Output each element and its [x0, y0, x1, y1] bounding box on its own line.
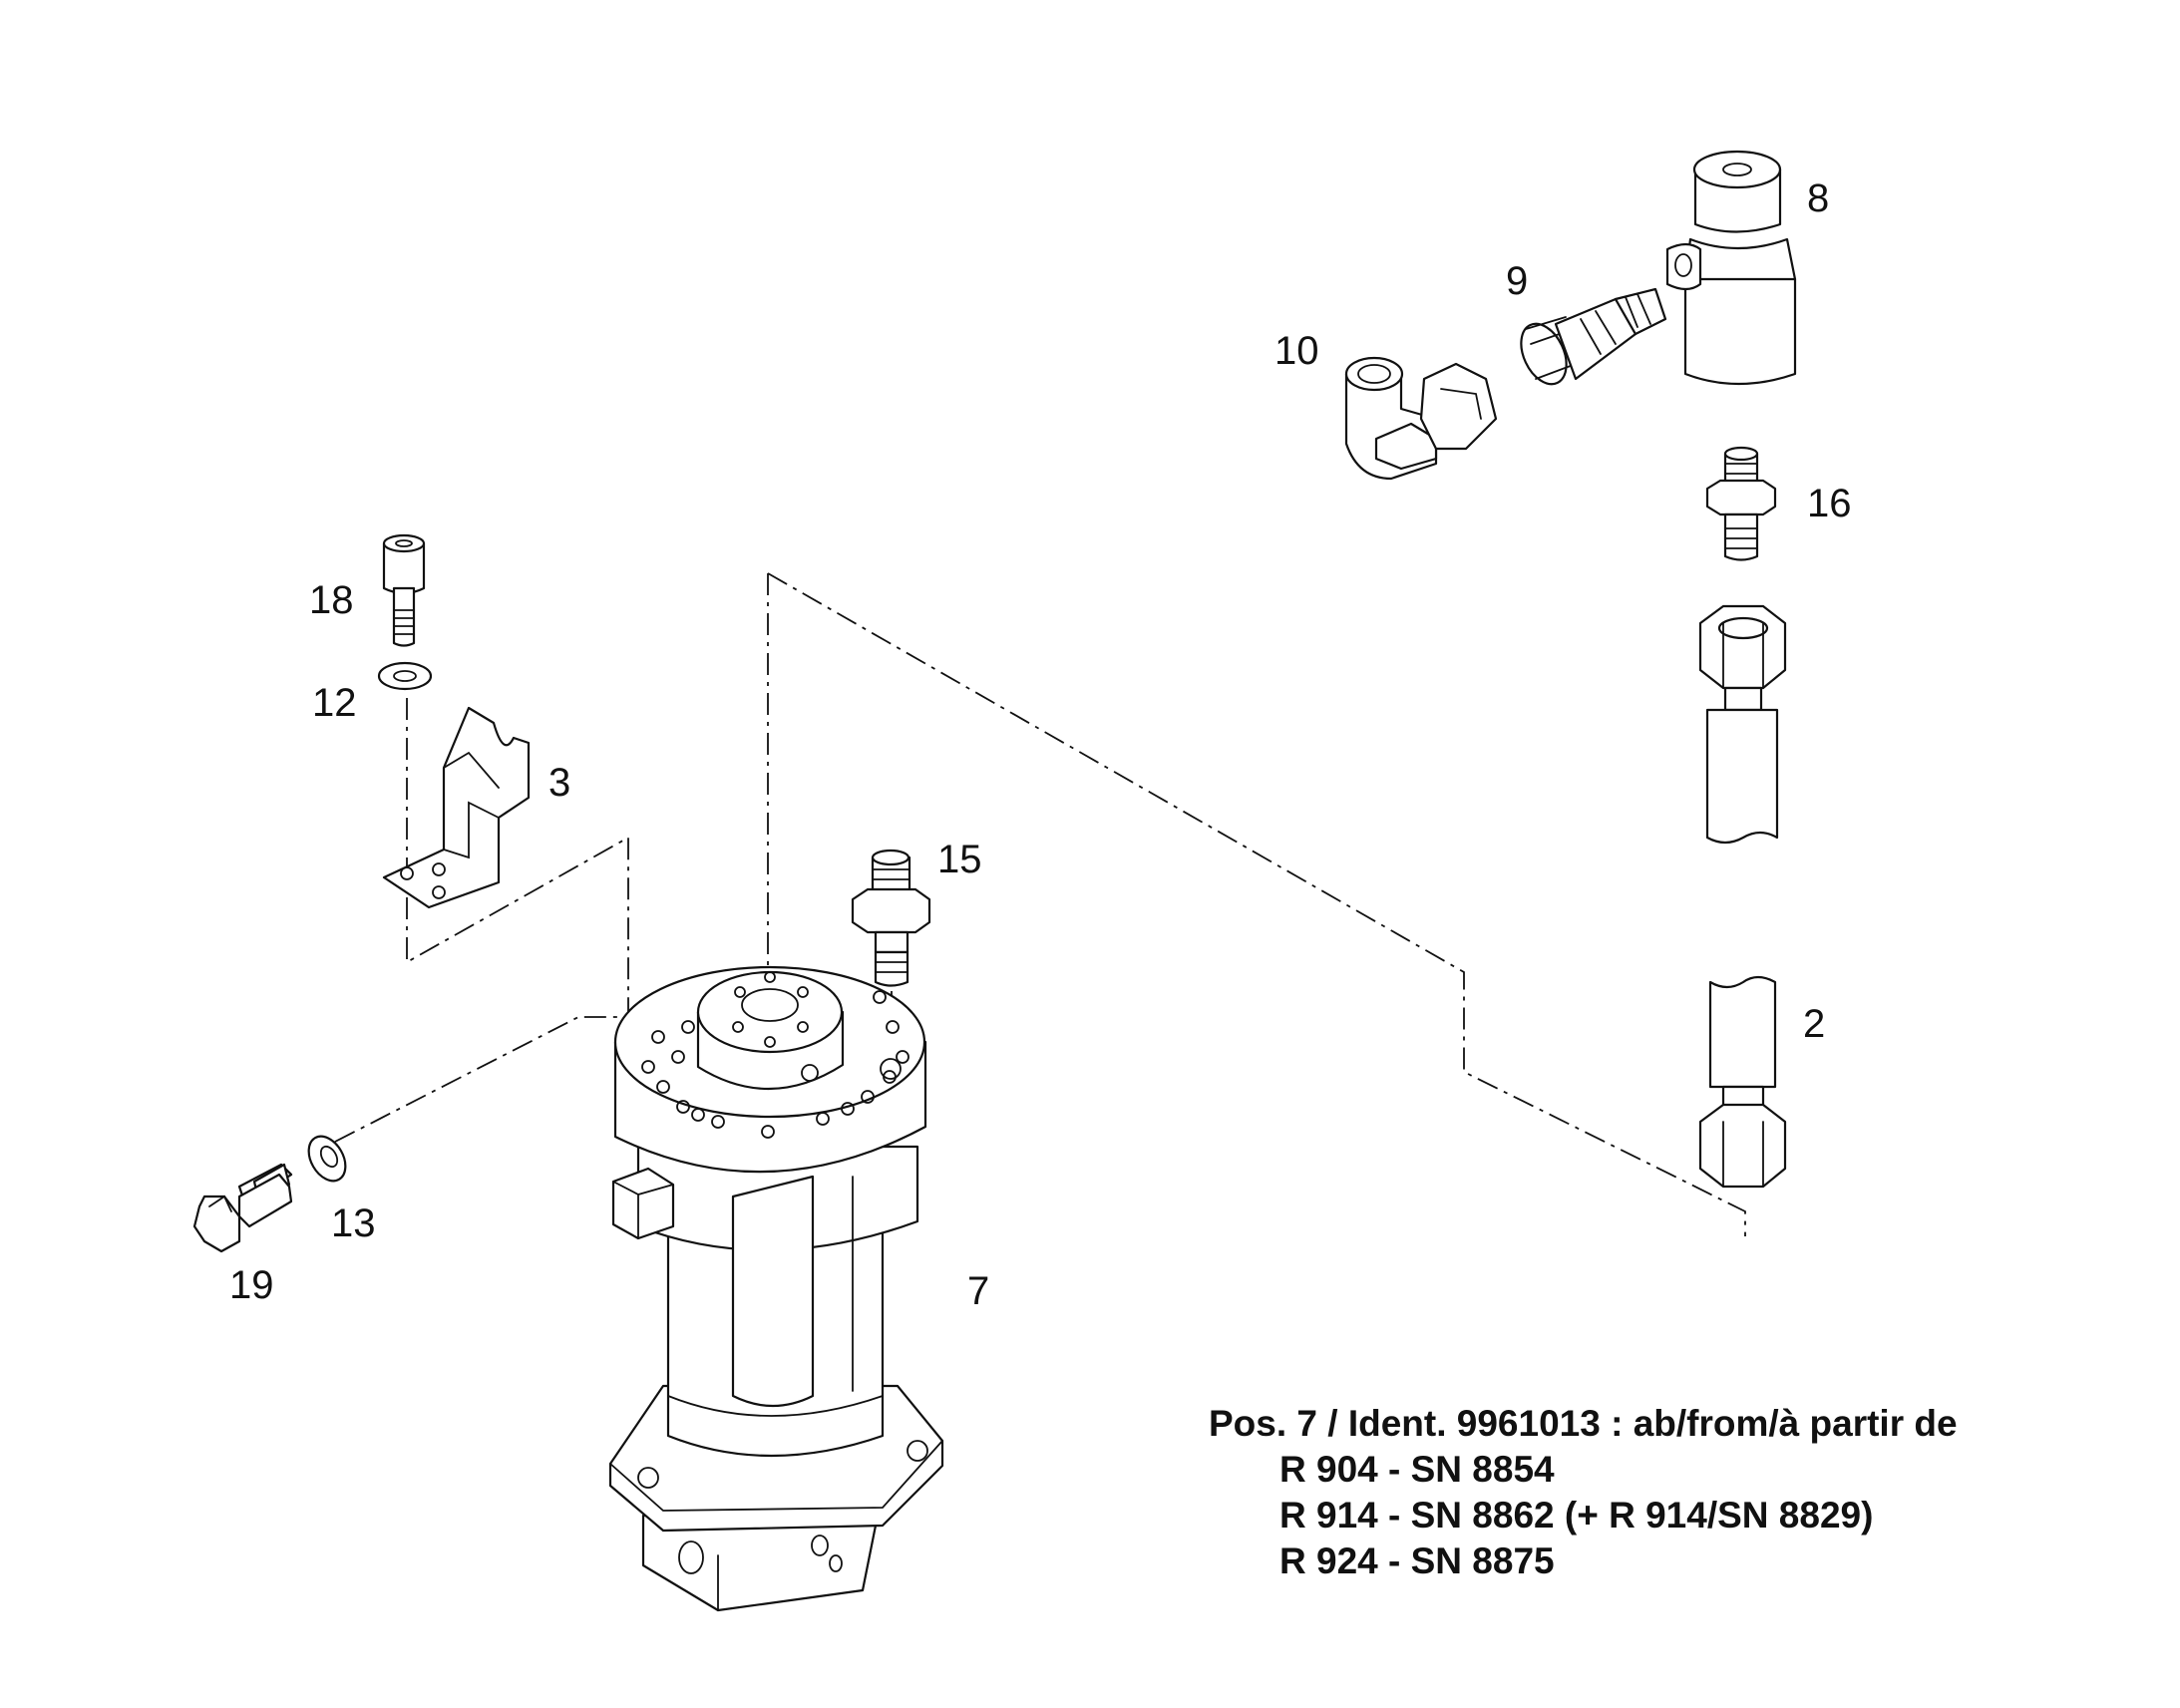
callout-8: 8 [1807, 176, 1829, 220]
callout-3: 3 [548, 761, 570, 805]
callout-2: 2 [1803, 1002, 1825, 1046]
part-12-washer [377, 661, 433, 691]
part-15-fitting [851, 849, 931, 987]
note-line-2: R 904 - SN 8854 [1279, 1449, 1555, 1490]
callout-10: 10 [1274, 329, 1319, 373]
part-7-motor-assembly [608, 965, 944, 1612]
serial-number-note: Pos. 7 / Ident. 9961013 : ab/from/à part… [1209, 1403, 1958, 1581]
part-16-nipple-fitting [1705, 446, 1777, 561]
part-2-hose-lower [1698, 975, 1787, 1189]
callout-16: 16 [1807, 482, 1852, 525]
part-13-washer [307, 1135, 347, 1183]
part-2-hose-upper [1698, 604, 1787, 845]
note-line-3: R 914 - SN 8862 (+ R 914/SN 8829) [1279, 1495, 1873, 1536]
part-10-elbow-fitting [1344, 356, 1498, 481]
callout-labels: 8 9 10 16 18 12 3 15 2 13 19 7 [229, 176, 1852, 1313]
callout-13: 13 [331, 1201, 376, 1245]
part-19-hex-bolt [192, 1163, 293, 1253]
callout-19: 19 [229, 1263, 274, 1307]
part-18-cap-screw [382, 533, 426, 647]
note-line-1: Pos. 7 / Ident. 9961013 : ab/from/à part… [1209, 1403, 1958, 1444]
callout-9: 9 [1506, 259, 1528, 303]
assembly-leader-lines [334, 572, 1746, 1236]
note-line-4: R 924 - SN 8875 [1279, 1540, 1555, 1581]
part-9-union-fitting [1520, 287, 1667, 386]
callout-7: 7 [967, 1269, 989, 1313]
callout-18: 18 [309, 578, 354, 622]
part-8-valve-body [1665, 150, 1797, 386]
callout-12: 12 [312, 681, 357, 725]
part-3-bracket [382, 706, 531, 909]
callout-15: 15 [937, 838, 982, 881]
